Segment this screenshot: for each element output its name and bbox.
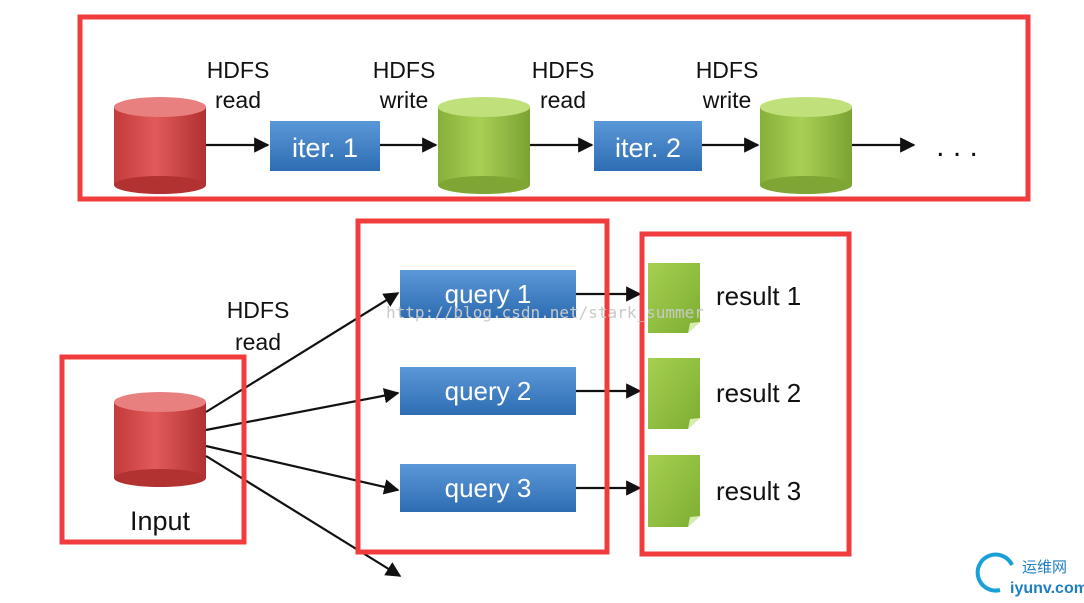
result-2-label: result 2: [716, 378, 801, 408]
arrow-to-query-1: [205, 292, 400, 413]
query-1-box: [400, 270, 576, 318]
hdfs-read-label-1-line2: read: [215, 87, 261, 113]
hdfs-source-cylinder: [114, 97, 206, 194]
hdfs-green-cylinder-1: [438, 97, 530, 194]
result-1-label: result 1: [716, 281, 801, 311]
query-1-label: query 1: [445, 279, 532, 309]
logo-swirl-icon: [975, 552, 1014, 593]
iter-1-label: iter. 1: [292, 133, 358, 163]
iterative-pipeline: iter. 1 iter. 2 . . . HDFS read HDFS wri…: [114, 57, 978, 194]
result-2-doc: [648, 358, 700, 429]
watermark: http://blog.csdn.net/stark_summer: [386, 303, 704, 322]
result-1-doc: [648, 263, 700, 333]
hdfs-write-label-1-line1: HDFS: [373, 57, 436, 83]
hdfs-read-label-3-line2: read: [235, 329, 281, 355]
ellipsis: . . .: [936, 130, 978, 163]
iter-2-label: iter. 2: [615, 133, 681, 163]
hdfs-read-label-3-line1: HDFS: [227, 297, 290, 323]
input-cylinder: [114, 392, 206, 487]
logo-text-cn: 运维网: [1022, 559, 1067, 576]
hdfs-green-cylinder-2: [760, 97, 852, 194]
query-2-box: [400, 367, 576, 415]
highlight-results: [639, 231, 852, 557]
highlight-iterative: [77, 14, 1031, 202]
query-3-label: query 3: [445, 473, 532, 503]
query-2-label: query 2: [445, 376, 532, 406]
site-logo: 运维网 iyunv.com: [975, 552, 1084, 597]
hdfs-read-label-2-line2: read: [540, 87, 586, 113]
hdfs-write-label-1-line2: write: [379, 87, 429, 113]
query-3-box: [400, 464, 576, 512]
hdfs-write-label-2-line1: HDFS: [696, 57, 759, 83]
result-3-doc: [648, 455, 700, 527]
highlight-queries: [355, 218, 610, 555]
result-3-label: result 3: [716, 476, 801, 506]
hdfs-read-label-2-line1: HDFS: [532, 57, 595, 83]
highlight-input: [59, 354, 247, 545]
input-label: Input: [130, 506, 191, 536]
arrow-to-query-3: [205, 444, 400, 495]
logo-text: iyunv.com: [1010, 580, 1084, 597]
iter-1-box: [270, 121, 380, 171]
highlight-frames: [59, 14, 1031, 557]
hdfs-read-label-1-line1: HDFS: [207, 57, 270, 83]
arrow-to-more: [205, 455, 402, 577]
hdfs-write-label-2-line2: write: [702, 87, 752, 113]
iter-2-box: [594, 121, 702, 171]
arrow-to-query-2: [205, 388, 400, 432]
query-pipeline: Input HDFS read query 1 query 2 query 3: [114, 263, 801, 577]
